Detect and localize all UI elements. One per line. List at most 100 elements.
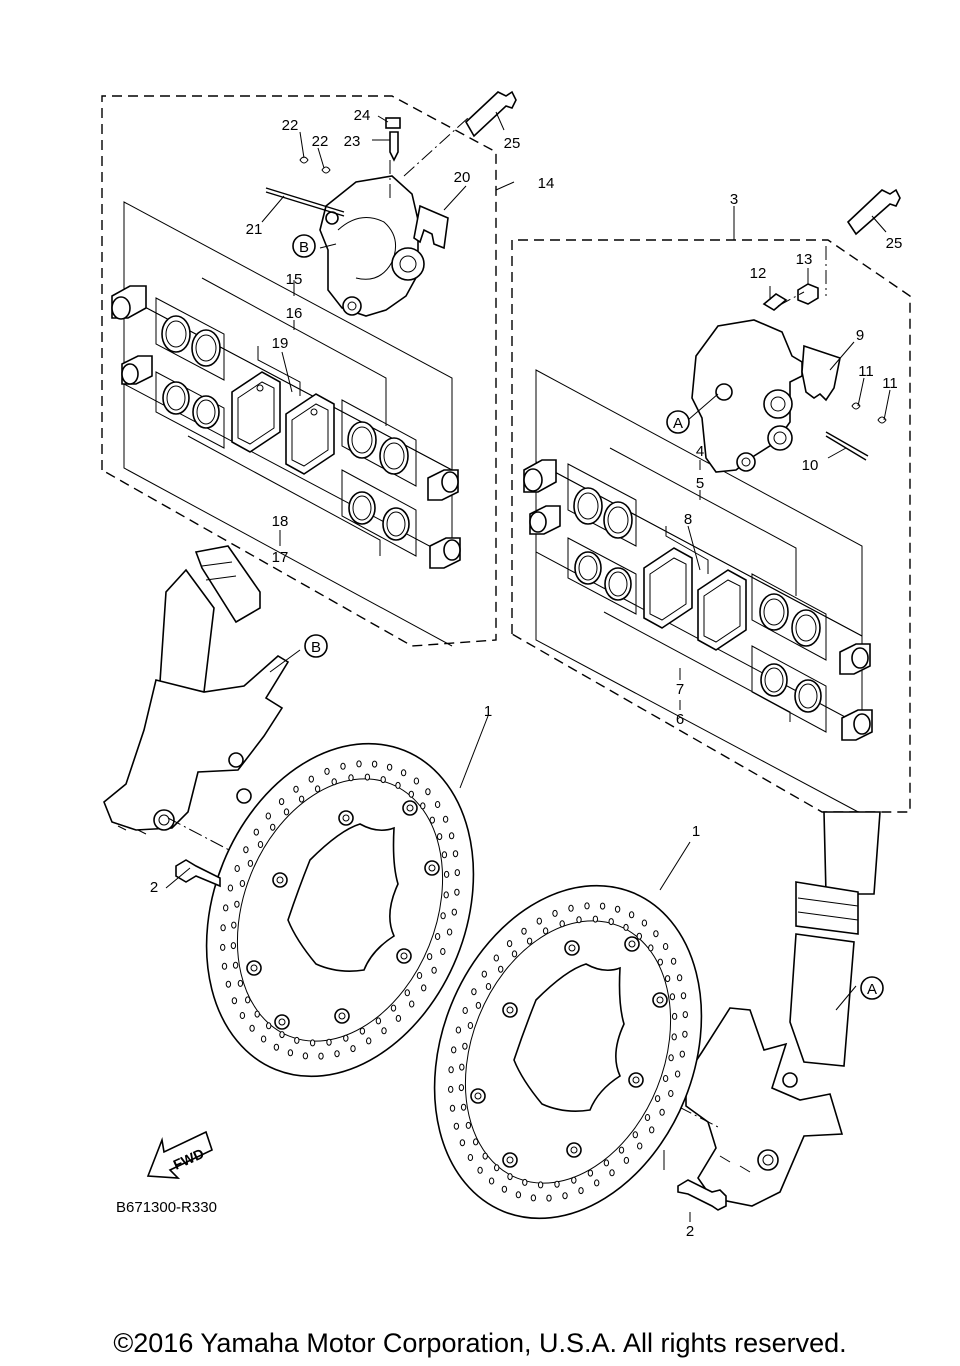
left-fork-leg	[103, 545, 290, 835]
disc-vent-hole	[506, 940, 513, 948]
callout-circles: B B A A	[292, 234, 884, 1000]
disc-vent-hole	[254, 1010, 260, 1018]
disc-vent-hole	[562, 1192, 568, 1200]
disc-vent-hole	[265, 812, 271, 820]
disc-vent-hole	[234, 900, 240, 908]
disc-vent-hole	[507, 1173, 513, 1181]
disc-vent-hole	[455, 1026, 462, 1034]
disc-vent-hole	[278, 798, 285, 806]
disc-vent-hole	[350, 1045, 356, 1053]
disc-vent-hole	[416, 972, 423, 979]
ref-18: 18	[272, 513, 289, 530]
disc-vent-hole	[608, 918, 614, 926]
ref-23: 23	[344, 133, 361, 150]
disc-vent-hole	[659, 1108, 665, 1116]
disc-vent-hole	[318, 1052, 324, 1060]
left-piston-seals	[161, 315, 410, 541]
ref-2-right-bolt: 2	[686, 1223, 694, 1240]
ref-12: 12	[750, 265, 767, 282]
disc-vent-hole	[283, 808, 290, 816]
disc-vent-hole	[239, 1012, 246, 1019]
disc-vent-hole	[431, 966, 437, 974]
disc-vent-hole	[578, 1187, 584, 1195]
disc-vent-hole	[237, 979, 244, 987]
disc-vent-hole	[452, 850, 459, 858]
disc-vent-hole	[298, 795, 305, 803]
ref-15: 15	[286, 271, 303, 288]
disc-vent-hole	[314, 785, 321, 793]
disc-vent-hole	[521, 927, 527, 935]
disc-vent-hole	[266, 1022, 272, 1030]
disc-vent-hole	[459, 1139, 466, 1147]
disc-vent-hole	[408, 790, 414, 798]
left-disc-bolt	[165, 715, 489, 889]
disc-vent-hole	[221, 962, 228, 970]
disc-vent-hole	[390, 1004, 397, 1012]
disc-vent-hole	[293, 785, 299, 793]
disc-vent-hole	[559, 920, 565, 928]
disc-vent-hole	[671, 1033, 677, 1041]
ref-19: 19	[272, 335, 289, 352]
disc-vent-hole	[308, 775, 314, 783]
disc-vent-hole	[429, 816, 435, 824]
callout-a-caliper: A	[673, 415, 683, 432]
disc-vent-hole	[662, 1075, 669, 1082]
ref-22-b: 22	[312, 133, 329, 150]
right-disc-bolt	[659, 841, 727, 1222]
disc-vent-hole	[270, 823, 276, 831]
forward-direction-arrow: FWD	[146, 1130, 213, 1179]
ref-9: 9	[856, 327, 864, 344]
disc-vent-hole	[485, 983, 492, 990]
disc-vent-hole	[679, 1050, 685, 1058]
right-piston-seals	[573, 487, 822, 713]
disc-vent-hole	[494, 1164, 500, 1172]
disc-vent-hole	[522, 1178, 528, 1186]
disc-vent-hole	[448, 832, 455, 840]
right-brake-pads	[643, 547, 747, 651]
ref-11-b: 11	[882, 375, 898, 392]
disc-vent-hole	[458, 1084, 465, 1092]
disc-vent-hole	[257, 841, 264, 848]
ref-5: 5	[696, 475, 704, 492]
disc-vent-hole	[526, 937, 533, 945]
disc-vent-hole	[366, 1037, 372, 1045]
disc-vent-hole	[324, 767, 330, 775]
disc-vent-hole	[225, 980, 232, 988]
ref-8: 8	[684, 511, 692, 528]
ref-4: 4	[696, 443, 704, 460]
callout-b-fork: B	[311, 639, 321, 656]
part-reference-numbers: 1 1 2 2 3 4 5 6 7 8 9 10 11 11 12 13 14 …	[150, 107, 903, 1240]
disc-vent-hole	[343, 1034, 349, 1042]
ref-3: 3	[730, 191, 738, 208]
disc-vent-hole	[584, 902, 590, 910]
ref-21: 21	[246, 221, 263, 238]
disc-vent-hole	[473, 1138, 479, 1146]
disc-vent-hole	[326, 1038, 332, 1046]
disc-vent-hole	[409, 1000, 415, 1008]
disc-vent-hole	[232, 961, 239, 969]
disc-vent-hole	[441, 851, 448, 859]
disc-vent-hole	[530, 1194, 537, 1202]
ref-25-left: 25	[504, 135, 521, 152]
disc-vent-hole	[460, 1103, 467, 1111]
ref-6: 6	[676, 711, 684, 728]
disc-vent-hole	[668, 1090, 674, 1097]
disc-vent-hole	[467, 1154, 474, 1161]
disc-vent-hole	[400, 769, 407, 777]
ref-11-a: 11	[858, 363, 874, 380]
disc-vent-hole	[471, 988, 477, 996]
disc-vent-hole	[475, 1001, 482, 1009]
disc-vent-hole	[671, 1012, 678, 1020]
disc-vent-hole	[462, 1007, 468, 1014]
ref-25-right: 25	[886, 235, 903, 252]
disc-vent-hole	[587, 1169, 594, 1177]
right-caliper-body	[691, 319, 803, 473]
disc-vent-hole	[440, 912, 446, 920]
ref-22-a: 22	[282, 117, 299, 134]
disc-vent-hole	[552, 909, 558, 917]
copyright-notice: ©2016 Yamaha Motor Corporation, U.S.A. A…	[113, 1328, 846, 1358]
disc-vent-hole	[465, 1121, 472, 1129]
ref-1-left-disc: 1	[484, 703, 492, 720]
disc-vent-hole	[511, 950, 518, 958]
disc-vent-hole	[440, 948, 446, 955]
